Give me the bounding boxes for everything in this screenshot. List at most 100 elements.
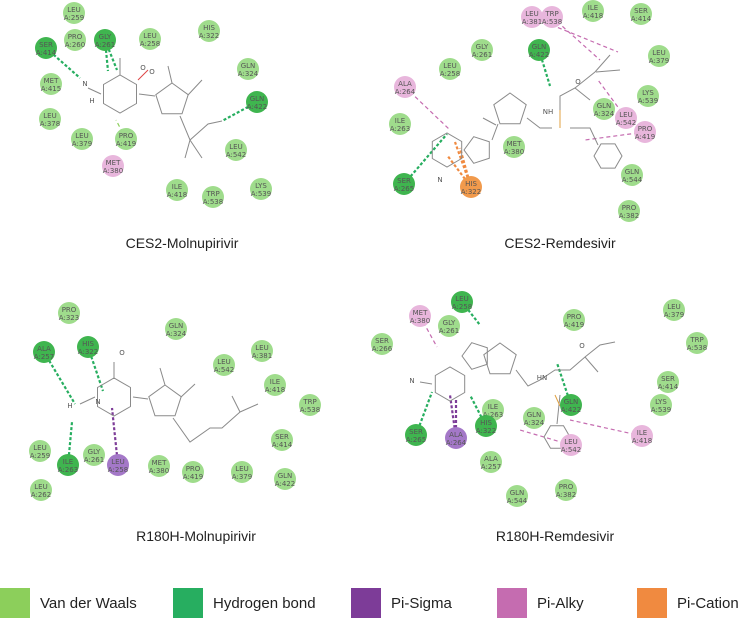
residue-circle-vdw: [58, 302, 80, 324]
residue-number: A:324: [524, 419, 545, 427]
residue-circle-hbond: [77, 336, 99, 358]
residue-number: A:422: [529, 51, 549, 59]
residue-number: A:381: [522, 18, 542, 26]
residue-number: A:544: [622, 176, 643, 184]
residue-name: PRO: [68, 33, 83, 41]
residue-name: HIS: [465, 180, 477, 188]
atom-label: N: [437, 176, 442, 184]
residue-number: A:264: [446, 439, 467, 447]
residue-number: A:322: [461, 188, 481, 196]
residue-name: MET: [152, 459, 167, 467]
residue-name: LEU: [564, 438, 577, 446]
residue-number: A:414: [272, 441, 293, 449]
residue-number: A:323: [59, 314, 79, 322]
residue-number: A:542: [226, 151, 246, 159]
residue-number: A:322: [476, 427, 496, 435]
residue-name: ILE: [172, 183, 182, 191]
residue-number: A:263: [58, 466, 78, 474]
atom-label: O: [140, 64, 146, 72]
atom-label: NH: [543, 108, 554, 116]
residue-circle-vdw: [271, 429, 293, 451]
legend-item-pi-sigma: Pi-Sigma: [351, 588, 452, 618]
ribose-ring: [148, 384, 182, 417]
residue-number: A:258: [140, 40, 160, 48]
residue-name: MET: [507, 140, 522, 148]
pyrimidine-ring: [97, 377, 131, 417]
residue-name: LEU: [455, 295, 468, 303]
residue-name: ILE: [637, 429, 647, 437]
residue-number: A:422: [275, 480, 295, 488]
residue-number: A:539: [251, 190, 271, 198]
residue-number: A:261: [439, 327, 459, 335]
residue-number: A:382: [556, 491, 576, 499]
pyrrole-ring: [461, 342, 488, 370]
residue-circle-pialkyl: [521, 6, 543, 28]
residue-circle-vdw: [438, 315, 460, 337]
residue-circle-vdw: [371, 333, 393, 355]
legend-swatch: [173, 588, 203, 618]
residue-name: SER: [275, 433, 289, 441]
residue-number: A:263: [483, 411, 503, 419]
residue-number: A:414: [658, 383, 679, 391]
residue-name: GLN: [250, 95, 265, 103]
residue-number: A:419: [564, 321, 584, 329]
pyrrole-ring: [463, 136, 490, 164]
residue-name: PRO: [62, 306, 77, 314]
residue-circle-pialkyl: [560, 434, 582, 456]
residue-circle-pialkyl: [394, 76, 416, 98]
residue-circle-vdw: [618, 200, 640, 222]
residue-name: PRO: [638, 125, 653, 133]
residue-name: TRP: [689, 336, 703, 344]
residue-number: A:265: [394, 185, 414, 193]
carbonyl-bond: [137, 69, 149, 81]
residue-circle-pialkyl: [615, 107, 637, 129]
residue-number: A:538: [542, 18, 562, 26]
residue-circle-vdw: [231, 461, 253, 483]
residue-circle-vdw: [506, 485, 528, 507]
residue-circle-vdw: [439, 58, 461, 80]
legend-swatch: [0, 588, 30, 618]
residue-circle-hbond: [94, 29, 116, 51]
residue-number: A:414: [36, 49, 57, 57]
residue-circle-vdw: [593, 98, 615, 120]
residue-name: LEU: [111, 458, 124, 466]
residue-name: ALA: [449, 431, 463, 439]
legend-item-hydrogen-bond: Hydrogen bond: [173, 588, 316, 618]
residue-circle-vdw: [274, 468, 296, 490]
residue-number: A:539: [638, 97, 658, 105]
residue-circle-vdw: [389, 113, 411, 135]
residue-circle-vdw: [237, 58, 259, 80]
residue-circle-vdw: [648, 45, 670, 67]
residue-number: A:261: [84, 456, 104, 464]
residue-name: MET: [106, 159, 121, 167]
residue-circle-vdw: [582, 0, 604, 22]
residue-number: A:379: [72, 140, 92, 148]
residue-circle-vdw: [40, 73, 62, 95]
residue-circle-vdw: [650, 394, 672, 416]
residue-name: ILE: [588, 4, 598, 12]
residue-circle-vdw: [523, 407, 545, 429]
residue-name: LEU: [67, 6, 80, 14]
residue-circle-vdw: [630, 3, 652, 25]
ligand-bonds: [419, 341, 616, 425]
residue-name: LYS: [655, 398, 667, 406]
residue-name: LYS: [255, 182, 267, 190]
residue-name: LYS: [642, 89, 654, 97]
residue-circle-hbond: [246, 91, 268, 113]
residue-name: GLN: [564, 398, 579, 406]
